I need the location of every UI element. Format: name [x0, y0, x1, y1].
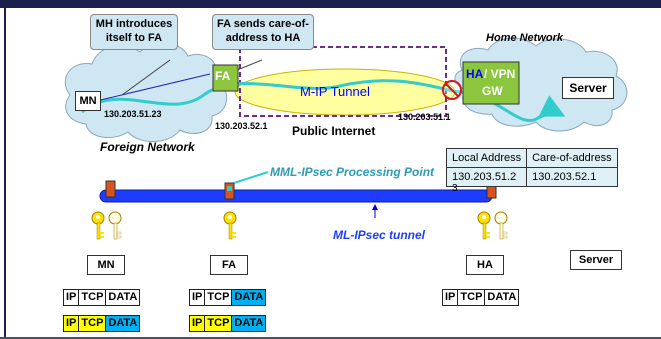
address-table-row: 130.203.51.2 130.203.52.1 — [445, 167, 618, 187]
fa-node-label: FA — [215, 69, 231, 83]
fa-node — [212, 64, 239, 92]
packet-tcp-field: TCP — [205, 316, 233, 331]
address-table: Local Address Care-of-address 130.203.51… — [445, 148, 618, 187]
mn-ip-label: 130.203.51.23 — [104, 109, 162, 119]
packet-data-field: DATA — [106, 290, 140, 305]
mn-fa-link — [91, 73, 211, 103]
packet-tcp-field: TCP — [79, 316, 107, 331]
gw-node-label: GW — [482, 84, 503, 98]
packet-tcp-field: TCP — [79, 290, 107, 305]
home-network-cloud — [454, 37, 628, 132]
ha-key-white-icon — [494, 211, 508, 240]
home-network-label: Home Network — [486, 32, 564, 44]
address-table-header-row: Local Address Care-of-address — [445, 148, 618, 168]
packet-fa-encrypted-data: IP TCP DATA — [189, 289, 267, 306]
ha-vpn-gw-node — [462, 61, 520, 105]
packet-ip-field: IP — [190, 316, 206, 331]
packet-tcp-field: TCP — [458, 290, 486, 305]
packet-data-field: DATA — [232, 316, 266, 331]
processing-point-label: MML-IPsec Processing Point — [270, 165, 435, 179]
fa-ip-label: 130.203.52.1 — [215, 121, 268, 131]
address-table-cell: 130.203.52.1 — [526, 167, 618, 187]
packet-fa-encrypted: IP TCP DATA — [189, 315, 267, 332]
tunnel-dashed-box — [239, 46, 447, 117]
public-internet-label: Public Internet — [292, 124, 376, 138]
packet-data-field: DATA — [232, 290, 266, 305]
bottom-node-fa: FA — [210, 255, 248, 275]
ml-ipsec-tunnel-label: ML-IPsec tunnel — [333, 228, 426, 242]
callout-mh-introduces: MH introduces itself to FA — [90, 14, 178, 50]
ha-key-yellow-icon — [477, 211, 491, 240]
fa-key-yellow-icon — [223, 211, 237, 240]
packet-mn-plain: IP TCP DATA — [63, 289, 141, 306]
ha-node-label: HA — [466, 67, 484, 81]
packet-ip-field: IP — [190, 290, 206, 305]
server-node: Server — [562, 77, 614, 99]
address-table-cell: 130.203.51.2 — [445, 167, 528, 187]
mn-key-white-icon — [108, 211, 122, 240]
ha-ip-label: 130.203.51.1 — [398, 112, 451, 122]
processing-point-pointer — [233, 171, 269, 184]
callout-mh-pointer — [121, 59, 171, 96]
bottom-node-mn: MN — [87, 255, 125, 275]
packet-ip-field: IP — [443, 290, 459, 305]
address-table-header: Local Address — [445, 148, 528, 168]
packet-mn-encrypted: IP TCP DATA — [63, 315, 141, 332]
stray-digit: 3 — [452, 183, 458, 194]
packet-ip-field: IP — [64, 290, 80, 305]
address-table-header: Care-of-address — [526, 148, 618, 168]
bottom-node-ha: HA — [466, 255, 504, 275]
packet-data-field: DATA — [106, 316, 140, 331]
mn-endpoint-cap — [105, 180, 116, 198]
foreign-network-label: Foreign Network — [100, 140, 195, 154]
mn-node: MN — [75, 91, 101, 111]
slide-top-bar — [0, 0, 661, 8]
packet-ha-plain: IP TCP DATA — [442, 289, 520, 306]
mip-tunnel-label: M-IP Tunnel — [300, 84, 370, 99]
packet-ip-field: IP — [64, 316, 80, 331]
ml-ipsec-bar — [99, 189, 493, 203]
data-flow-line — [81, 79, 566, 122]
bottom-node-server: Server — [570, 250, 622, 270]
packet-tcp-field: TCP — [205, 290, 233, 305]
packet-data-field: DATA — [485, 290, 519, 305]
slide-bottom-bar — [0, 337, 661, 339]
callout-fa-sends: FA sends care-of-address to HA — [212, 14, 314, 50]
fa-cap-dot — [227, 186, 232, 191]
mn-key-yellow-icon — [91, 211, 105, 240]
vpn-node-label: / VPN — [484, 67, 516, 81]
slide-left-border — [4, 8, 6, 339]
